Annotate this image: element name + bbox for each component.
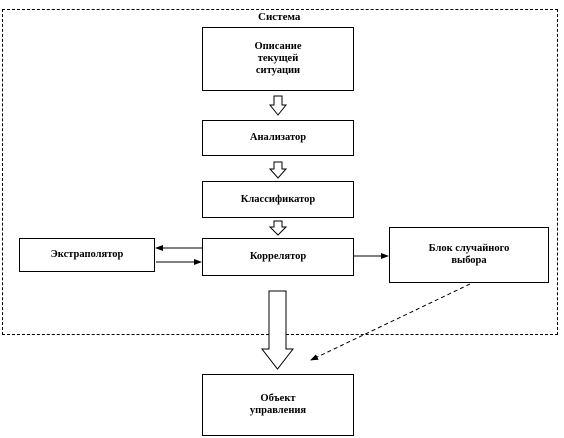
correlator-label: Коррелятор xyxy=(249,251,307,262)
analyzer-label: Анализатор xyxy=(249,132,307,143)
correlator-block: Коррелятор xyxy=(202,238,354,276)
arrow-classifier-to-correlator xyxy=(268,220,288,236)
arrow-random-choice-to-control-object xyxy=(310,283,471,361)
control-object-line-2: управления xyxy=(249,405,307,416)
arrow-analyzer-to-classifier xyxy=(268,161,288,179)
control-object-block: Объект управления xyxy=(202,374,354,436)
random-choice-line-1: Блок случайного xyxy=(428,243,510,254)
classifier-label: Классификатор xyxy=(240,193,316,205)
analyzer-block: Анализатор xyxy=(202,120,354,156)
control-object-line-1: Объект xyxy=(260,393,296,404)
situation-description-line-2: текущей xyxy=(257,53,299,64)
situation-description-line-3: ситуации xyxy=(255,65,301,76)
system-label: Система xyxy=(258,11,301,23)
extrapolator-block: Экстраполятор xyxy=(19,238,155,272)
situation-description-line-1: Описание xyxy=(254,41,302,52)
extrapolator-label: Экстраполятор xyxy=(50,249,124,260)
arrow-system-to-control-object xyxy=(260,290,295,370)
classifier-block: Классификатор xyxy=(202,181,354,218)
random-choice-line-2: выбора xyxy=(451,255,487,266)
situation-description-block: Описание текущей ситуации xyxy=(202,27,354,91)
arrow-description-to-analyzer xyxy=(268,95,288,116)
random-choice-block: Блок случайного выбора xyxy=(389,227,549,283)
